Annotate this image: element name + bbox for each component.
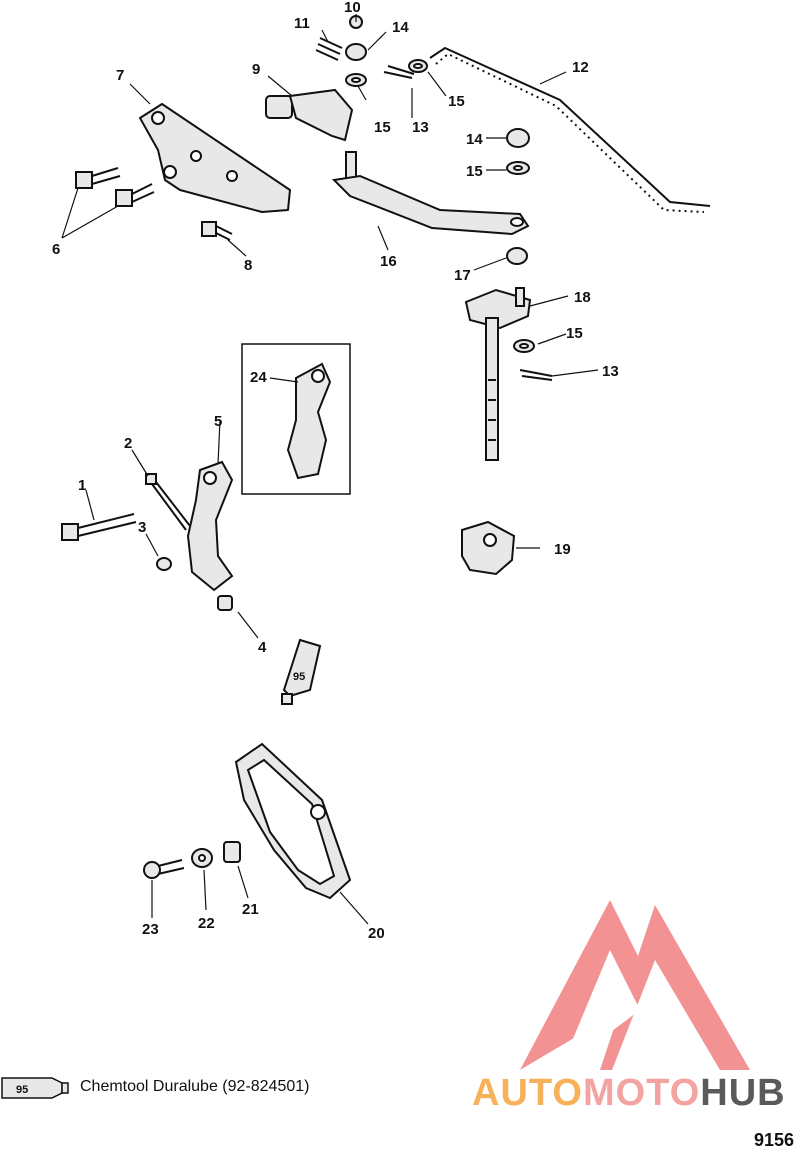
callout-4: 4: [258, 639, 267, 656]
screw-part-23: [143, 859, 185, 879]
callout-2: 2: [124, 435, 132, 452]
watermark-brand: AUTOMOTOHUB: [472, 1072, 786, 1115]
legend-tube-label: 95: [16, 1084, 28, 1096]
callout-13-top: 13: [412, 119, 429, 136]
callout-10: 10: [344, 0, 361, 16]
callout-6: 6: [52, 241, 60, 258]
callout-15-low: 15: [566, 325, 583, 342]
callout-15-left: 15: [374, 119, 391, 136]
callout-19: 19: [554, 541, 571, 558]
callout-12: 12: [572, 59, 589, 76]
figure-number: 9156: [753, 1130, 794, 1150]
spacer-part-21: [223, 841, 241, 863]
lubricant-tube-icon: [281, 638, 322, 705]
callout-7: 7: [116, 67, 124, 84]
callout-13-low: 13: [602, 363, 619, 380]
callout-14-top: 14: [392, 19, 409, 36]
pin-part-3: [156, 557, 172, 571]
callout-21: 21: [242, 901, 259, 918]
callout-1: 1: [78, 477, 86, 494]
callout-11: 11: [294, 15, 310, 32]
callout-17: 17: [454, 267, 471, 284]
callout-23: 23: [142, 921, 159, 938]
callout-3: 3: [138, 519, 146, 536]
hardware-cluster-top: [315, 15, 428, 87]
callout-8: 8: [244, 257, 252, 274]
tube-label: 95: [293, 671, 305, 683]
callout-24: 24: [250, 369, 267, 386]
bushing-part-4: [217, 595, 233, 611]
watermark-part-auto: AUTO: [472, 1072, 583, 1114]
watermark-logo-icon: [520, 900, 750, 1070]
cover-part-20: [234, 742, 352, 900]
washer-part-22: [191, 848, 213, 868]
throttle-lever-part-5: [186, 460, 234, 592]
screw-part-2: [145, 473, 191, 531]
bushing-part-17: [506, 247, 528, 265]
watermark-part-hub: HUB: [700, 1072, 786, 1114]
inset-box-part-24: [241, 343, 351, 495]
watermark-part-moto: MOTO: [582, 1072, 701, 1114]
bolt-part-6: [75, 167, 155, 207]
cam-part-19: [461, 520, 516, 576]
callout-9: 9: [252, 61, 260, 78]
bolt-part-8: [201, 221, 233, 241]
clip-part-9: [265, 88, 354, 142]
legend-tube-icon: 95: [1, 1077, 69, 1099]
callout-16: 16: [380, 253, 397, 270]
callout-20: 20: [368, 925, 385, 942]
legend-text: Chemtool Duralube (92-824501): [80, 1078, 310, 1095]
rod-part-12: [429, 46, 711, 213]
washer-pin-part-15-13: [513, 339, 553, 381]
arm-part-16: [331, 151, 530, 236]
callout-15-mid: 15: [466, 163, 483, 180]
callout-14-right: 14: [466, 131, 483, 148]
leader-lines: [61, 14, 599, 925]
callout-5: 5: [214, 413, 222, 430]
shaft-part-18: [464, 287, 532, 461]
callout-18: 18: [574, 289, 591, 306]
screw-part-1: [61, 513, 137, 541]
bracket-part-7: [139, 103, 291, 213]
callout-22: 22: [198, 915, 215, 932]
callout-15-right: 15: [448, 93, 465, 110]
nut-washer-part-14-15: [506, 128, 530, 175]
